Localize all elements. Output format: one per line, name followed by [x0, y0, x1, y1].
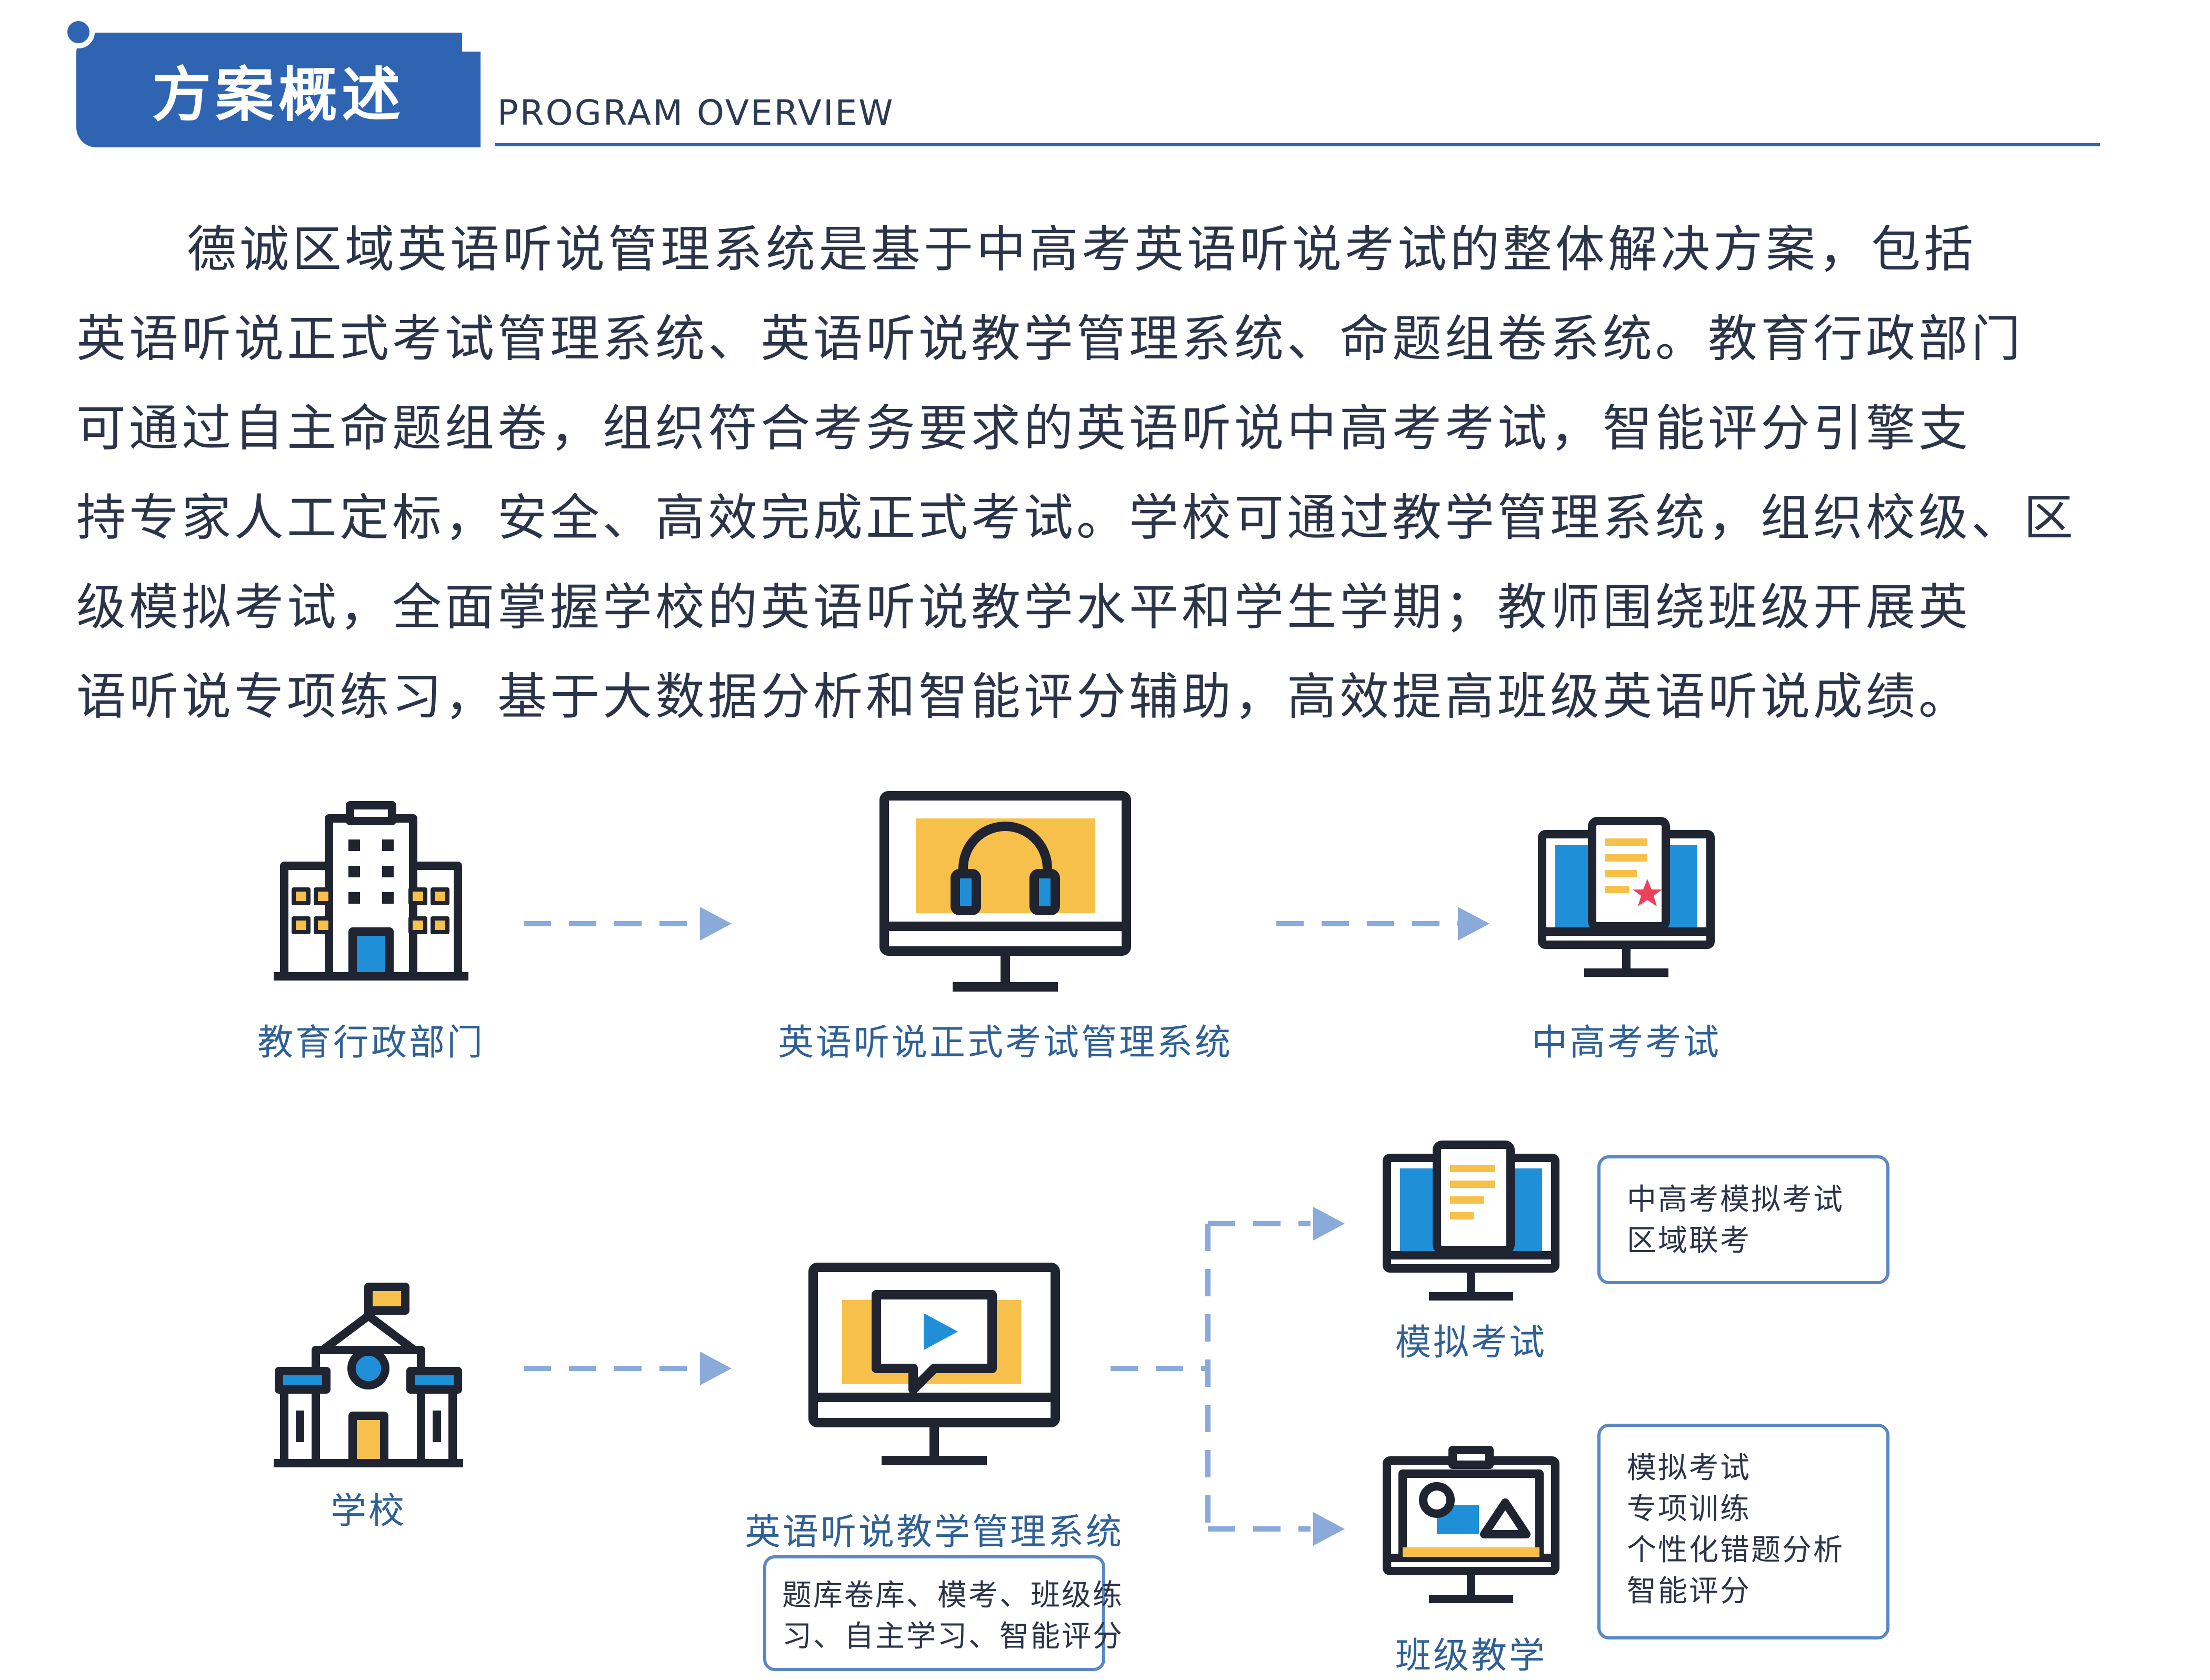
note-mock-exam: 中高考模拟考试 区域联考 — [1597, 1155, 1889, 1284]
intro-line: 语听说专项练习，基于大数据分析和智能评分辅助，高效提高班级英语听说成绩。 — [76, 668, 1972, 726]
section-title: 方案概述 — [152, 61, 405, 129]
school-building-icon — [274, 1283, 463, 1467]
office-building-icon — [274, 801, 468, 981]
node-label-teaching-system: 英语听说教学管理系统 — [744, 1512, 1124, 1553]
note-line: 智能评分 — [1627, 1574, 1751, 1608]
monitor-document-icon — [1383, 1141, 1559, 1301]
node-label-exam-system: 英语听说正式考试管理系统 — [777, 1022, 1233, 1064]
note-line: 习、自主学习、智能评分 — [782, 1619, 1124, 1654]
monitor-certificate-icon — [1538, 817, 1715, 977]
note-line: 模拟考试 — [1627, 1451, 1751, 1485]
intro-line: 英语听说正式考试管理系统、英语听说教学管理系统、命题组卷系统。教育行政部门 — [76, 311, 2024, 368]
arrowhead — [700, 907, 732, 941]
intro-line: 持专家人工定标，安全、高效完成正式考试。学校可通过教学管理系统，组织校级、区 — [76, 489, 2077, 547]
node-label-school: 学校 — [330, 1491, 407, 1532]
monitor-video-play-icon — [808, 1263, 1060, 1465]
intro-line: 德诚区域英语听说管理系统是基于中高考英语听说考试的整体解决方案，包括 — [187, 221, 1977, 278]
intro-line: 可通过自主命题组卷，组织符合考务要求的英语听说中高考考试，智能评分引擎支 — [76, 400, 1972, 457]
note-class-teaching: 模拟考试 专项训练 个性化错题分析 智能评分 — [1597, 1424, 1889, 1639]
node-label-class-teaching: 班级教学 — [1395, 1635, 1547, 1677]
monitor-headphones-icon — [879, 791, 1131, 992]
note-line: 区域联考 — [1627, 1224, 1751, 1258]
header-divider — [495, 143, 2100, 146]
arrowhead — [700, 1352, 732, 1385]
arrowhead — [1458, 907, 1489, 941]
note-teaching-system: 题库卷库、模考、班级练 习、自主学习、智能评分 — [763, 1555, 1124, 1671]
arrowhead — [1313, 1207, 1345, 1241]
note-line: 题库卷库、模考、班级练 — [782, 1578, 1124, 1613]
node-label-gaokao-exam: 中高考考试 — [1531, 1022, 1722, 1064]
note-line: 个性化错题分析 — [1627, 1533, 1844, 1567]
intro-paragraph: 德诚区域英语听说管理系统是基于中高考英语听说考试的整体解决方案，包括 英语听说正… — [76, 205, 2105, 742]
node-label-mock-exam: 模拟考试 — [1395, 1322, 1547, 1364]
section-subtitle: PROGRAM OVERVIEW — [497, 93, 895, 133]
arrow-teaching-system-branch — [1111, 1221, 1311, 1532]
intro-line: 级模拟考试，全面掌握学校的英语听说教学水平和学生学期；教师围绕班级开展英 — [76, 579, 1972, 636]
note-line: 专项训练 — [1627, 1492, 1751, 1526]
arrowhead — [1313, 1512, 1345, 1546]
monitor-image-icon — [1383, 1446, 1559, 1603]
note-line: 中高考模拟考试 — [1627, 1183, 1844, 1217]
banner-dot — [62, 16, 95, 48]
title-banner — [76, 33, 481, 147]
node-label-edu-admin: 教育行政部门 — [257, 1022, 485, 1064]
